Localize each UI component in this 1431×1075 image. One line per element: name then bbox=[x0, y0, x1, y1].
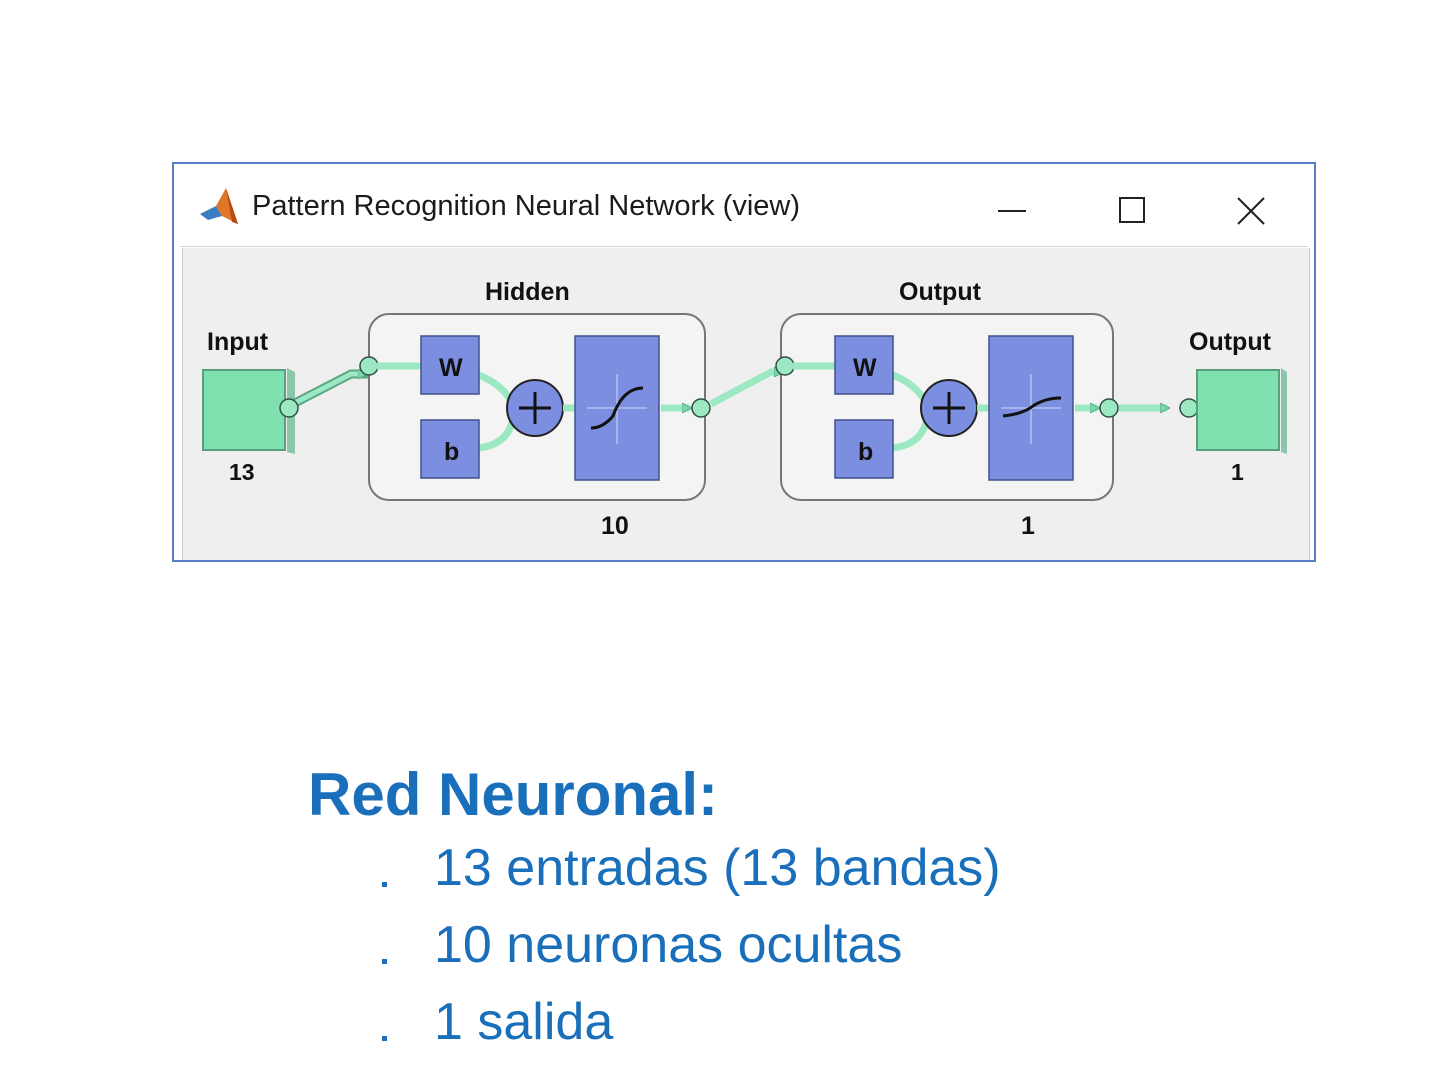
list-item: 1 salida bbox=[382, 984, 1001, 1061]
list-item: 13 entradas (13 bandas) bbox=[382, 830, 1001, 907]
hidden-weight-block bbox=[420, 335, 480, 395]
app-window: Pattern Recognition Neural Network (view… bbox=[172, 162, 1316, 562]
output-layer-node-circle bbox=[1099, 398, 1119, 418]
output-weight-block bbox=[834, 335, 894, 395]
input-connector bbox=[287, 374, 365, 409]
output-layer-label: Output bbox=[899, 278, 982, 306]
hidden-bias-block bbox=[420, 419, 480, 479]
output-weight-label: W bbox=[853, 354, 877, 382]
output-layer-size: 1 bbox=[1021, 512, 1035, 540]
input-size: 13 bbox=[229, 459, 255, 485]
close-button[interactable] bbox=[1220, 178, 1280, 236]
bullet-icon bbox=[382, 959, 387, 964]
input-node-circle bbox=[279, 398, 299, 418]
output-block bbox=[1196, 369, 1280, 451]
matlab-logo-icon bbox=[200, 188, 238, 224]
summary-list: 13 entradas (13 bandas) 10 neuronas ocul… bbox=[308, 830, 1001, 1061]
maximize-icon bbox=[1119, 197, 1145, 223]
input-block bbox=[202, 369, 286, 451]
list-item-text: 10 neuronas ocultas bbox=[434, 916, 903, 974]
network-diagram: Input 13 Hidden W b bbox=[202, 278, 1287, 540]
hidden-output-node-circle bbox=[691, 398, 711, 418]
summary-title: Red Neuronal: bbox=[308, 761, 719, 828]
minimize-icon bbox=[998, 210, 1026, 212]
minimize-button[interactable] bbox=[980, 178, 1040, 236]
hidden-to-output-connector bbox=[709, 372, 781, 408]
output-bias-label: b bbox=[858, 438, 873, 466]
network-view-panel: Input 13 Hidden W b bbox=[182, 248, 1310, 560]
hidden-weight-label: W bbox=[439, 354, 463, 382]
input-label: Input bbox=[207, 328, 269, 356]
list-item-text: 13 entradas (13 bandas) bbox=[434, 839, 1001, 897]
list-item: 10 neuronas ocultas bbox=[382, 907, 1001, 984]
window-title: Pattern Recognition Neural Network (view… bbox=[252, 190, 800, 222]
tansig-icon bbox=[587, 374, 647, 444]
hidden-layer-label: Hidden bbox=[485, 278, 570, 306]
network-summary: Red Neuronal: 13 entradas (13 bandas) 10… bbox=[308, 760, 1001, 1061]
bullet-icon bbox=[382, 882, 387, 887]
output-size: 1 bbox=[1231, 459, 1244, 485]
close-icon bbox=[1237, 197, 1265, 225]
hidden-layer-size: 10 bbox=[601, 512, 629, 540]
maximize-button[interactable] bbox=[1100, 178, 1160, 236]
linear-sigmoid-icon bbox=[1001, 374, 1062, 444]
title-bar[interactable]: Pattern Recognition Neural Network (view… bbox=[180, 168, 1308, 247]
output-bias-block bbox=[834, 419, 894, 479]
list-item-text: 1 salida bbox=[434, 993, 614, 1051]
bullet-icon bbox=[382, 1036, 387, 1041]
hidden-bias-label: b bbox=[444, 438, 459, 466]
output-label: Output bbox=[1189, 328, 1272, 356]
